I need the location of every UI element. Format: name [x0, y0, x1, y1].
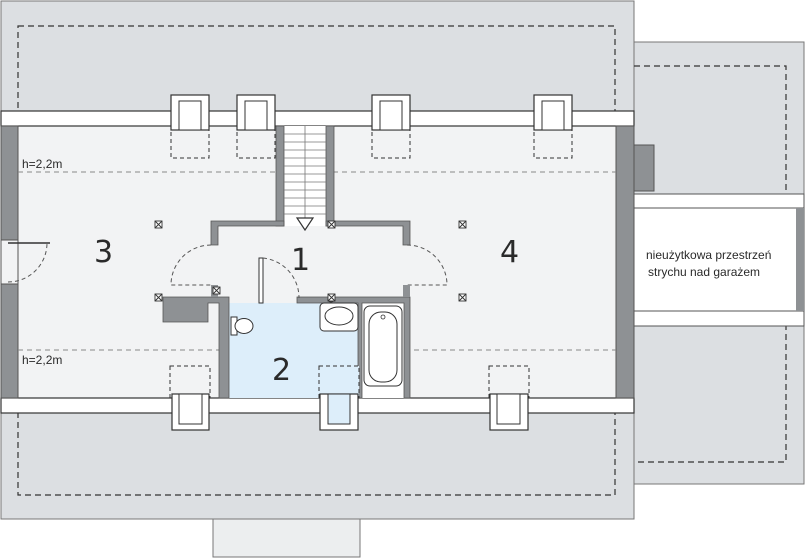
hall-wall-stub-right: [403, 285, 410, 297]
height-label-top: h=2,2m: [22, 157, 62, 171]
room-number-2: 2: [272, 353, 291, 388]
bathroom-door-leaf: [258, 257, 264, 304]
entrance-canopy: [212, 518, 361, 558]
skylights-bottom: [169, 365, 530, 431]
light-markers: [154, 220, 467, 302]
bathtub-icon: [363, 305, 403, 387]
balcony-door-opening: [0, 239, 19, 285]
bathroom-wall-left: [162, 296, 230, 399]
balcony-door-swing: [7, 242, 48, 283]
door-swing-room4: [406, 244, 448, 286]
room-number-4: 4: [500, 235, 519, 270]
room-number-3: 3: [94, 235, 113, 270]
chimney-block: [633, 144, 655, 192]
bottom-knee-wall: [0, 397, 635, 414]
toilet-icon: [230, 316, 254, 336]
room-number-1: 1: [291, 243, 310, 278]
door-swing-room3: [170, 244, 212, 286]
garage-note-line-2: strychu nad garażem: [648, 265, 760, 279]
garage-attic: [633, 193, 805, 327]
garage-note-line-1: nieużytkowa przestrzeń: [646, 248, 771, 262]
garage-wall: [796, 208, 804, 311]
right-gable-wall: [615, 125, 635, 399]
bathroom-door-swing: [262, 257, 300, 299]
skylights-top: [170, 94, 573, 159]
height-label-bottom: h=2,2m: [22, 353, 62, 367]
staircase: [275, 125, 335, 232]
stair-direction-arrow-icon: [295, 217, 315, 232]
